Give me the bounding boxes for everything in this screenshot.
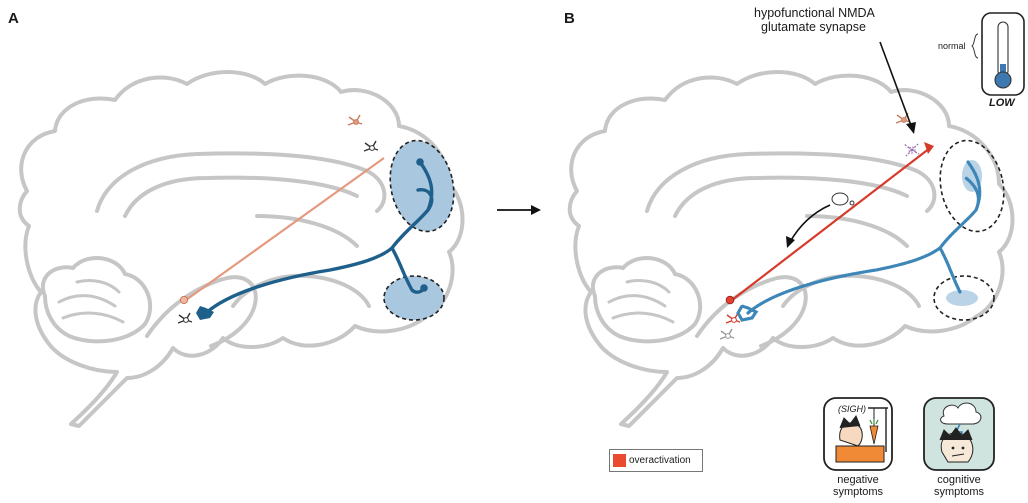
callout-arrow	[879, 41, 913, 129]
negative-symptoms-line-1: negative	[837, 474, 879, 486]
cortex-target-fill-reduced	[962, 160, 982, 192]
hypofunctional-synapse-callout: hypofunctional NMDA glutamate synapse	[754, 6, 875, 34]
glutamate-neuron-body	[179, 295, 189, 305]
legend-swatch	[613, 454, 626, 467]
reduced-dopamine-pathway-mesolimbic	[938, 246, 962, 294]
striatal-target-region-b	[933, 275, 995, 321]
negative-symptoms-label: negative symptoms	[813, 474, 903, 498]
brainstem-gaba-neuron-icon	[177, 312, 193, 324]
cortex-target-region	[389, 139, 455, 233]
transition-arrow	[497, 205, 541, 215]
cortex-target-region-b	[939, 139, 1005, 233]
thermometer-level-label: LOW	[989, 97, 1015, 109]
panel-b-label: B	[564, 10, 575, 27]
callout-line-2: glutamate synapse	[761, 20, 866, 34]
negative-symptoms-panel	[823, 397, 893, 471]
storm-cloud-icon	[940, 402, 982, 425]
symptom-arrow-head	[786, 236, 795, 248]
striatal-target-fill-reduced	[946, 290, 978, 306]
reduced-dopamine-pathway-mesocortical	[938, 160, 982, 250]
dopamine-pathway-main	[204, 246, 394, 315]
legend-label: overactivation	[629, 455, 691, 466]
dopamine-terminal-cortex	[416, 158, 424, 166]
legend: overactivation	[609, 449, 703, 472]
dopamine-pathway-mesolimbic	[390, 246, 426, 294]
overactive-cortical-neuron-icon	[924, 142, 934, 154]
dopamine-terminal-striatum	[420, 284, 428, 292]
overactive-glutamate-projection	[731, 147, 931, 301]
panel-b-brain	[567, 41, 1015, 428]
thermometer-normal-label: normal	[938, 41, 966, 51]
cognitive-symptoms-line-1: cognitive	[937, 474, 981, 486]
cortical-glutamate-neuron-icon	[347, 114, 363, 126]
thermometer-icon	[971, 12, 1025, 96]
callout-line-1: hypofunctional NMDA	[754, 6, 875, 20]
thermometer-level-fill	[1000, 64, 1006, 78]
striatal-target-region	[383, 275, 445, 321]
cortical-gaba-interneuron-icon	[363, 140, 379, 152]
glutamate-projection	[185, 157, 385, 301]
overactive-glutamate-neuron-body	[725, 295, 735, 305]
dopamine-neuron-body-icon	[196, 306, 214, 320]
normal-range-bracket	[971, 33, 979, 59]
carrot-icon	[869, 425, 879, 445]
reduced-dopamine-pathway-main	[746, 246, 942, 315]
sigh-text: (SIGH)	[838, 404, 866, 414]
negative-symptoms-line-2: symptoms	[832, 486, 884, 498]
panel-a-brain	[17, 70, 465, 428]
reduced-dopamine-neuron-icon	[736, 304, 759, 322]
callout-arrow-head	[906, 122, 916, 134]
cognitive-symptoms-line-2: symptoms	[933, 486, 985, 498]
faint-neuron-icon	[719, 328, 735, 340]
symptom-arrow	[789, 204, 831, 243]
cognitive-symptoms-panel	[923, 397, 995, 471]
dopamine-pathway-mesocortical	[390, 160, 434, 250]
hypofunctional-gaba-interneuron-icon	[903, 143, 920, 157]
thought-bubble-icon	[831, 192, 855, 206]
cognitive-symptoms-label: cognitive symptoms	[914, 474, 1004, 498]
panel-a-label: A	[8, 10, 19, 27]
